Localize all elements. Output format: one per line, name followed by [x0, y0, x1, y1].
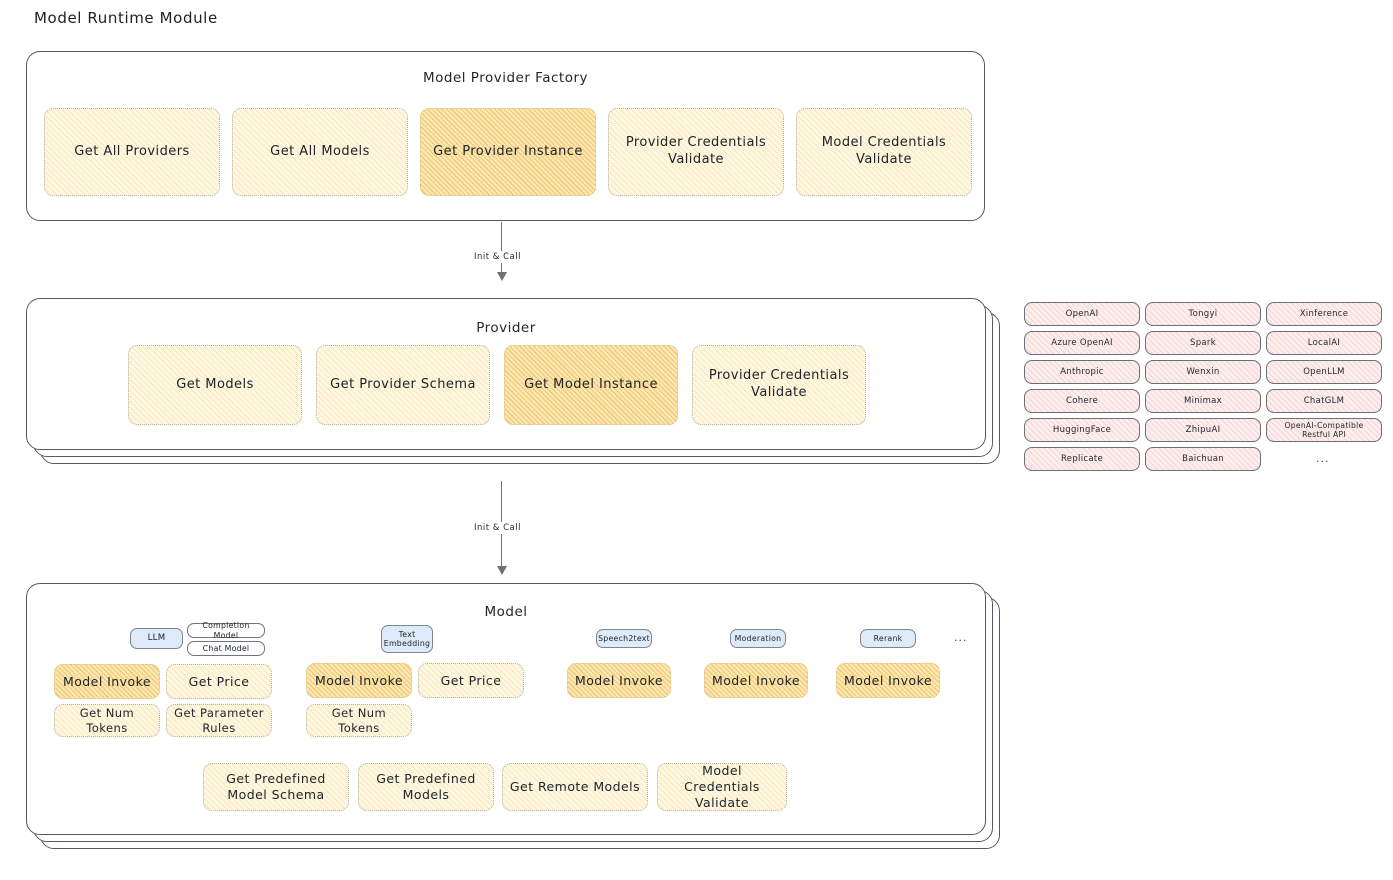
- factory-title: Model Provider Factory: [422, 70, 588, 86]
- arrow-label-init-call-2: Init & Call: [470, 522, 525, 534]
- badge-moderation[interactable]: Moderation: [730, 629, 786, 648]
- chip-xinference[interactable]: Xinference: [1266, 302, 1382, 326]
- provider-panel: Provider Get Models Get Provider Schema …: [26, 298, 1000, 464]
- node-provider-credentials-validate-2[interactable]: Provider Credentials Validate: [692, 345, 866, 425]
- node-get-all-models[interactable]: Get All Models: [232, 108, 408, 196]
- chip-cohere[interactable]: Cohere: [1024, 389, 1140, 413]
- node-get-model-instance[interactable]: Get Model Instance: [504, 345, 678, 425]
- page-title: Model Runtime Module: [34, 9, 218, 27]
- provider-list-ellipsis: ...: [1316, 452, 1330, 465]
- node-model-credentials-validate[interactable]: Model Credentials Validate: [796, 108, 972, 196]
- chip-wenxin[interactable]: Wenxin: [1145, 360, 1261, 384]
- chip-openai[interactable]: OpenAI: [1024, 302, 1140, 326]
- node-embedding-get-num-tokens[interactable]: Get Num Tokens: [306, 704, 412, 737]
- chip-minimax[interactable]: Minimax: [1145, 389, 1261, 413]
- node-get-all-providers[interactable]: Get All Providers: [44, 108, 220, 196]
- badge-completion-model[interactable]: Completion Model: [187, 621, 265, 640]
- node-llm-model-invoke[interactable]: Model Invoke: [54, 664, 160, 699]
- node-get-remote-models[interactable]: Get Remote Models: [502, 763, 648, 811]
- chip-chatglm[interactable]: ChatGLM: [1266, 389, 1382, 413]
- chip-replicate[interactable]: Replicate: [1024, 447, 1140, 471]
- badge-text-embedding[interactable]: Text Embedding: [381, 625, 433, 653]
- model-types-ellipsis: ...: [954, 631, 968, 644]
- arrow-head-2: [497, 566, 507, 575]
- node-embedding-model-invoke[interactable]: Model Invoke: [306, 663, 412, 698]
- arrow-shaft: [501, 222, 503, 276]
- node-model-credentials-validate-3[interactable]: Model Credentials Validate: [657, 763, 787, 811]
- badge-speech2text[interactable]: Speech2text: [596, 629, 652, 648]
- chip-anthropic[interactable]: Anthropic: [1024, 360, 1140, 384]
- node-llm-get-num-tokens[interactable]: Get Num Tokens: [54, 704, 160, 737]
- chip-openllm[interactable]: OpenLLM: [1266, 360, 1382, 384]
- chip-localai[interactable]: LocalAI: [1266, 331, 1382, 355]
- badge-rerank[interactable]: Rerank: [860, 629, 916, 648]
- chip-zhipuai[interactable]: ZhipuAI: [1145, 418, 1261, 442]
- node-moderation-model-invoke[interactable]: Model Invoke: [704, 663, 808, 698]
- node-speech2text-model-invoke[interactable]: Model Invoke: [567, 663, 671, 698]
- chip-tongyi[interactable]: Tongyi: [1145, 302, 1261, 326]
- node-get-models[interactable]: Get Models: [128, 345, 302, 425]
- model-panel: Model LLM Completion Model Chat Model Mo…: [26, 583, 1000, 849]
- node-get-provider-instance[interactable]: Get Provider Instance: [420, 108, 596, 196]
- node-get-provider-schema[interactable]: Get Provider Schema: [316, 345, 490, 425]
- chip-spark[interactable]: Spark: [1145, 331, 1261, 355]
- arrow-head: [497, 272, 507, 281]
- arrow-label-init-call-1: Init & Call: [470, 251, 525, 263]
- node-llm-get-price[interactable]: Get Price: [166, 664, 272, 699]
- node-rerank-model-invoke[interactable]: Model Invoke: [836, 663, 940, 698]
- provider-list: OpenAI Azure OpenAI Anthropic Cohere Hug…: [1024, 300, 1384, 475]
- model-title: Model: [484, 604, 528, 620]
- chip-openai-compatible-restful-api[interactable]: OpenAI-Compatible Restful API: [1266, 418, 1382, 442]
- model-provider-factory-panel: Model Provider Factory Get All Providers…: [26, 51, 985, 221]
- node-get-predefined-model-schema[interactable]: Get Predefined Model Schema: [203, 763, 349, 811]
- provider-title: Provider: [476, 320, 536, 336]
- node-embedding-get-price[interactable]: Get Price: [418, 663, 524, 698]
- chip-azure-openai[interactable]: Azure OpenAI: [1024, 331, 1140, 355]
- badge-llm[interactable]: LLM: [130, 628, 183, 649]
- node-llm-get-parameter-rules[interactable]: Get Parameter Rules: [166, 704, 272, 737]
- badge-chat-model[interactable]: Chat Model: [187, 641, 265, 656]
- node-provider-credentials-validate[interactable]: Provider Credentials Validate: [608, 108, 784, 196]
- chip-huggingface[interactable]: HuggingFace: [1024, 418, 1140, 442]
- chip-baichuan[interactable]: Baichuan: [1145, 447, 1261, 471]
- node-get-predefined-models[interactable]: Get Predefined Models: [358, 763, 494, 811]
